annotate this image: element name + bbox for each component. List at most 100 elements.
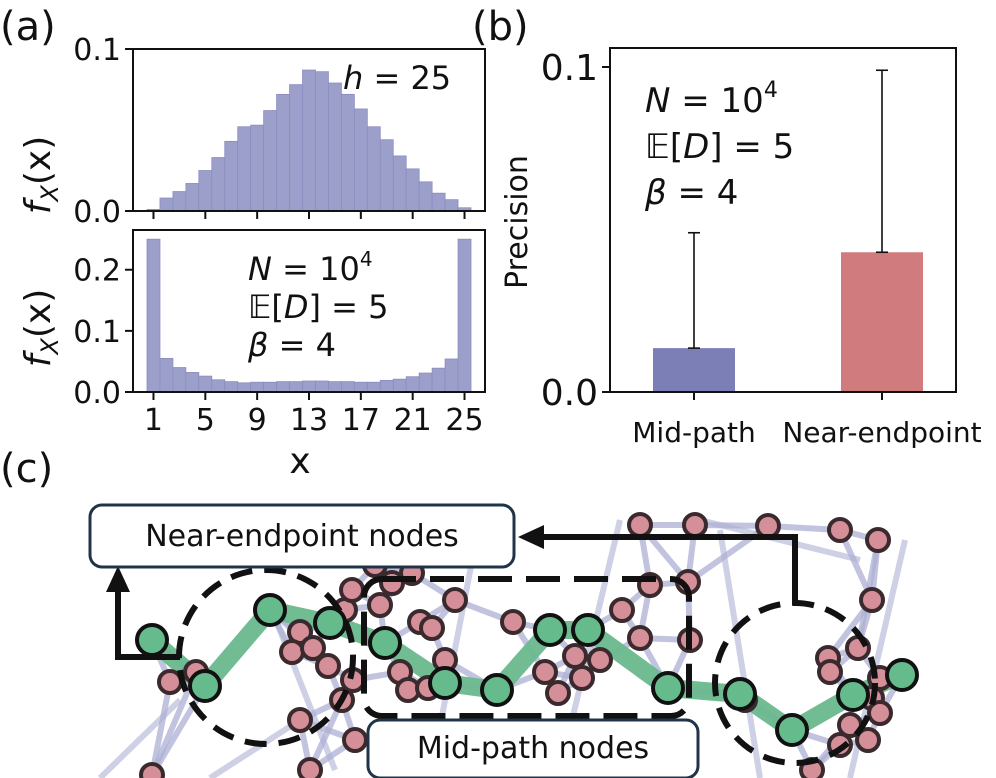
panel-b-annotation-e: 𝔼[D] = 5 (645, 127, 794, 167)
x-tick-label: 1 (144, 403, 163, 438)
network-node (545, 680, 571, 706)
histogram-bar (276, 381, 290, 393)
panel-a-top-xtick-marks (152, 211, 466, 219)
panel-b-annotation-n: N = 104 (645, 78, 778, 121)
x-tick-label: 13 (290, 403, 328, 438)
network-node (817, 659, 843, 685)
x-tick-label: 25 (445, 403, 483, 438)
histogram-bar (211, 379, 226, 393)
histogram-bar (366, 126, 381, 212)
histogram-bar (302, 380, 316, 393)
histogram-bar (263, 110, 278, 212)
path-node (368, 626, 402, 660)
network-node (859, 587, 885, 613)
y-tick-label: 0.2 (73, 254, 121, 289)
panel-b-ylabel: Precision (500, 155, 535, 289)
histogram-bar (172, 367, 187, 393)
histogram-bar (250, 124, 265, 212)
histogram-bar (418, 372, 433, 393)
path-node (188, 669, 222, 703)
panel-a-bottom-xlabel: x (289, 441, 310, 482)
panel-b-frame (609, 47, 957, 393)
network-node (755, 513, 781, 539)
panel-a-bottom-annotation-beta: β = 4 (247, 326, 336, 364)
network-node (627, 512, 653, 538)
histogram-bar (340, 93, 355, 212)
network-node (569, 665, 595, 691)
panel-a-top-histogram: 0.00.1 fX(x) h = 25 (18, 33, 486, 230)
histogram-bar (444, 199, 459, 212)
x-tick-label: 9 (248, 403, 267, 438)
panel-a-bottom-annotation-n: N = 104 (248, 247, 373, 288)
y-tick-label: 0.1 (73, 315, 121, 350)
y-tick-label: 0.0 (541, 373, 598, 414)
x-category-label: Near-endpoint (782, 416, 981, 449)
network-edge (97, 697, 183, 778)
histogram-bar (185, 183, 200, 212)
panel-label-a: (a) (0, 4, 56, 50)
histogram-bar (276, 93, 290, 212)
network-node (297, 757, 323, 778)
histogram-bar (289, 381, 303, 393)
histogram-bar (315, 380, 329, 393)
network-node (367, 592, 393, 618)
panel-b-annotation-beta: β = 4 (644, 173, 738, 213)
histogram-bar (263, 381, 278, 393)
histogram-bar (172, 191, 187, 212)
path-node (313, 606, 347, 640)
panel-a-bottom-annotation-e: 𝔼[D] = 5 (248, 288, 388, 326)
network-node (855, 727, 881, 753)
panel-label-c: (c) (0, 446, 53, 492)
network-node (532, 659, 558, 685)
histogram-bar (198, 170, 213, 212)
right-arrow-head (518, 525, 544, 549)
panel-b-bars (653, 69, 923, 392)
network-node (300, 635, 326, 661)
histogram-bar (159, 197, 174, 212)
histogram-bar (379, 379, 394, 393)
network-node (315, 653, 341, 679)
network-node (827, 517, 853, 543)
network-node (865, 527, 891, 553)
network-node (339, 577, 365, 603)
histogram-bar (302, 69, 316, 212)
network-node (867, 700, 893, 726)
path-node (135, 623, 169, 657)
histogram-bar (289, 84, 303, 212)
network-node (442, 587, 468, 613)
y-tick-label: 0.1 (541, 48, 598, 89)
histogram-bar (457, 238, 472, 393)
panel-c-network-diagram: Near-endpoint nodes Mid-path nodes (88, 503, 919, 778)
histogram-bar (418, 181, 433, 212)
histogram-bar (250, 381, 265, 393)
panel-a-top-yticks: 0.00.1 (73, 33, 133, 230)
path-node (533, 613, 567, 647)
mid-path-region (361, 576, 692, 719)
network-edge (717, 529, 763, 778)
histogram-bar (146, 238, 161, 393)
panel-b-yticks: 0.0 0.1 (541, 48, 610, 414)
panel-a-bottom-bars (146, 238, 472, 393)
panel-a-bottom-yticks: 0.0 0.1 0.2 (73, 254, 133, 411)
network-node (279, 639, 305, 665)
y-tick-label: 0.0 (73, 376, 121, 411)
network-node (562, 643, 588, 669)
histogram-bar (405, 376, 420, 393)
histogram-bar (237, 126, 252, 212)
panel-a-top-bars (146, 69, 472, 212)
network-node (287, 707, 313, 733)
histogram-bar (224, 381, 239, 393)
network-node (609, 597, 635, 623)
network-node (500, 609, 526, 635)
network-node (587, 647, 613, 673)
path-node (723, 677, 757, 711)
histogram-bar (328, 381, 342, 393)
histogram-bar (198, 375, 213, 393)
network-node (682, 512, 708, 538)
near-endpoint-label-box (88, 503, 516, 569)
histogram-bar (211, 157, 226, 212)
path-node (775, 713, 809, 747)
histogram-bar (392, 378, 407, 393)
